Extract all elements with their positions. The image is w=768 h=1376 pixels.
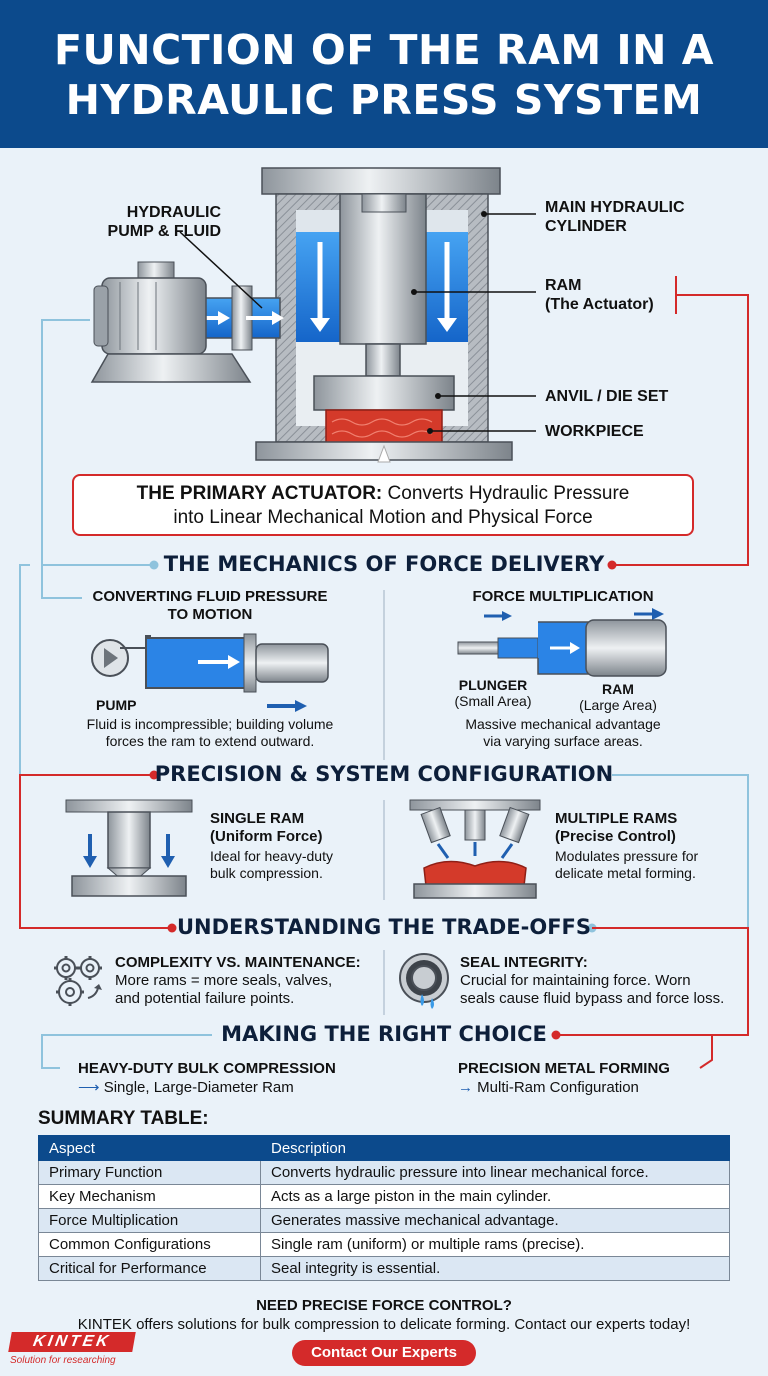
arrow-right-icon: ⟶: [78, 1079, 100, 1096]
workpiece-label: WORKPIECE: [545, 423, 644, 440]
seal-icon: [399, 953, 449, 1009]
arrow-right-icon: →: [458, 1079, 473, 1096]
callout-line2: into Linear Mechanical Motion and Physic…: [173, 507, 593, 528]
header-aspect: Aspect: [38, 1135, 261, 1161]
summary-title: SUMMARY TABLE:: [38, 1108, 209, 1129]
precision-section-title: PRECISION & SYSTEM CONFIGURATION: [154, 762, 614, 786]
cell-description: Converts hydraulic pressure into linear …: [260, 1160, 730, 1185]
tradeoffs-section-title: UNDERSTANDING THE TRADE-OFFS: [176, 915, 592, 939]
title-line-1: FUNCTION OF THE RAM IN A: [53, 26, 714, 74]
cell-description: Acts as a large piston in the main cylin…: [260, 1184, 730, 1209]
gears-icon: [54, 956, 102, 1006]
mechanics-section-title: THE MECHANICS OF FORCE DELIVERY: [163, 552, 605, 576]
cell-aspect: Critical for Performance: [38, 1256, 261, 1281]
plunger-label: PLUNGER (Small Area): [454, 677, 532, 709]
multiple-rams-text: MULTIPLE RAMS(Precise Control) Modulates…: [555, 810, 699, 881]
contact-experts-button[interactable]: Contact Our Experts: [292, 1340, 476, 1366]
seal-integrity-text: SEAL INTEGRITY: Crucial for maintaining …: [460, 954, 725, 1007]
header-description: Description: [260, 1135, 730, 1161]
logo-tagline: Solution for researching: [10, 1355, 116, 1366]
callout-line1: Converts Hydraulic Pressure: [382, 483, 630, 504]
cell-description: Generates massive mechanical advantage.: [260, 1208, 730, 1233]
heavy-duty-choice: HEAVY-DUTY BULK COMPRESSION ⟶ Single, La…: [78, 1060, 336, 1096]
fluid-motion-illustration: [91, 633, 329, 693]
ram-label: RAM(The Actuator): [545, 277, 654, 313]
press-diagram: [90, 167, 536, 463]
logo-wordmark: KINTEK: [8, 1332, 136, 1352]
page-header: FUNCTION OF THE RAM IN A HYDRAULIC PRESS…: [0, 0, 768, 148]
cell-aspect: Key Mechanism: [38, 1184, 261, 1209]
force-multiplication-title: FORCE MULTIPLICATION: [472, 588, 654, 605]
cell-aspect: Force Multiplication: [38, 1208, 261, 1233]
anvil-die-label: ANVIL / DIE SET: [545, 388, 669, 405]
cell-aspect: Common Configurations: [38, 1232, 261, 1257]
kintek-logo: KINTEK Solution for researching: [8, 1332, 136, 1366]
fluid-pressure-desc: Fluid is incompressible; building volume…: [86, 716, 334, 749]
callout-bold: THE PRIMARY ACTUATOR:: [136, 483, 383, 504]
single-ram-text: SINGLE RAM(Uniform Force) Ideal for heav…: [210, 810, 333, 881]
single-ram-illustration: [65, 799, 193, 897]
pump-label: PUMP: [96, 697, 137, 713]
page-title: FUNCTION OF THE RAM IN A HYDRAULIC PRESS…: [0, 0, 768, 125]
choice-section-title: MAKING THE RIGHT CHOICE: [221, 1022, 547, 1046]
table-header-row: Aspect Description: [38, 1135, 730, 1161]
cell-description: Seal integrity is essential.: [260, 1256, 730, 1281]
cta-question: NEED PRECISE FORCE CONTROL?: [256, 1297, 512, 1314]
title-line-2: HYDRAULIC PRESS SYSTEM: [65, 76, 703, 124]
ram-area-label: RAM (Large Area): [579, 681, 657, 713]
complexity-text: COMPLEXITY VS. MAINTENANCE: More rams = …: [115, 954, 361, 1007]
cell-description: Single ram (uniform) or multiple rams (p…: [260, 1232, 730, 1257]
cell-aspect: Primary Function: [38, 1160, 261, 1185]
precision-forming-choice: PRECISION METAL FORMING → Multi-Ram Conf…: [458, 1060, 670, 1096]
primary-actuator-callout: THE PRIMARY ACTUATOR: Converts Hydraulic…: [72, 474, 694, 536]
arrow-right-icon: [267, 700, 307, 712]
multiple-rams-illustration: [409, 799, 541, 899]
cta-text: KINTEK offers solutions for bulk compres…: [77, 1316, 691, 1333]
force-multiplication-illustration: [457, 608, 667, 677]
